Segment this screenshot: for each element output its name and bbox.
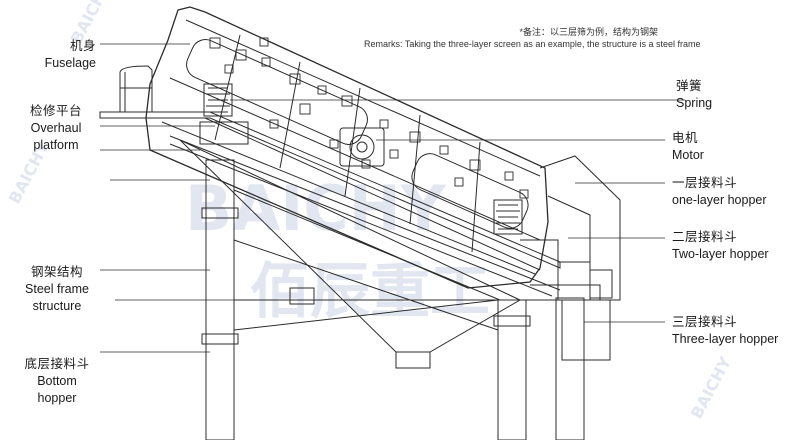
label-steel-frame: 钢架结构 Steel frame structure bbox=[12, 264, 102, 315]
label-one-layer-en: one-layer hopper bbox=[672, 193, 767, 207]
bottom-hopper bbox=[179, 139, 522, 369]
label-two-layer-hopper: 二层接料斗 Two-layer hopper bbox=[672, 229, 769, 263]
label-steel-en1: Steel frame bbox=[25, 282, 89, 296]
label-spring-en: Spring bbox=[676, 96, 713, 110]
handrail bbox=[119, 65, 153, 112]
label-three-layer-en: Three-layer hopper bbox=[672, 332, 779, 346]
three-layer-hopper bbox=[530, 269, 613, 361]
label-two-layer-en: Two-layer hopper bbox=[672, 247, 769, 261]
label-bottom-en1: Bottom bbox=[37, 374, 77, 388]
leader-lines bbox=[100, 43, 685, 353]
label-steel-cn: 钢架结构 bbox=[30, 265, 83, 279]
label-two-layer-cn: 二层接料斗 bbox=[672, 230, 738, 244]
label-overhaul-platform: 检修平台 Overhaul platform bbox=[12, 103, 100, 154]
remark-en: Remarks: Taking the three-layer screen a… bbox=[364, 39, 701, 49]
label-one-layer-cn: 一层接料斗 bbox=[672, 176, 738, 190]
label-spring-cn: 弹簧 bbox=[676, 79, 703, 93]
label-three-layer-hopper: 三层接料斗 Three-layer hopper bbox=[672, 314, 778, 348]
label-fuselage-cn: 机身 bbox=[69, 39, 96, 53]
label-three-layer-cn: 三层接料斗 bbox=[672, 315, 738, 329]
label-motor: 电机 Motor bbox=[672, 130, 704, 164]
spring-lower bbox=[493, 199, 523, 235]
overhaul-platform bbox=[99, 111, 561, 271]
label-overhaul-cn: 检修平台 bbox=[29, 104, 82, 118]
label-spring: 弹簧 Spring bbox=[676, 78, 712, 112]
label-steel-en2: structure bbox=[32, 299, 82, 313]
label-motor-cn: 电机 bbox=[672, 131, 699, 145]
one-layer-hopper bbox=[539, 155, 621, 301]
label-fuselage: 机身 Fuselage bbox=[20, 38, 96, 72]
label-overhaul-en2: platform bbox=[33, 138, 79, 152]
label-motor-en: Motor bbox=[672, 148, 704, 162]
label-bottom-cn: 底层接料斗 bbox=[24, 357, 90, 371]
label-overhaul-en1: Overhaul bbox=[30, 121, 82, 135]
bolt-pattern bbox=[209, 37, 529, 199]
watermark-corner-right: BAICHY bbox=[687, 353, 736, 422]
spring-upper bbox=[203, 83, 233, 117]
watermark: BAICHY 佰辰重工 BAICHY BAICHY BAICHY bbox=[5, 0, 736, 422]
label-bottom-en2: hopper bbox=[37, 391, 77, 405]
motor bbox=[339, 127, 385, 167]
label-one-layer-hopper: 一层接料斗 one-layer hopper bbox=[672, 175, 767, 209]
label-bottom-hopper: 底层接料斗 Bottom hopper bbox=[12, 356, 102, 407]
remark-cn: *备注：以三层筛为例，结构为钢架 bbox=[519, 27, 658, 37]
label-fuselage-en: Fuselage bbox=[44, 56, 96, 70]
watermark-brand-cn: 佰辰重工 bbox=[250, 257, 490, 327]
